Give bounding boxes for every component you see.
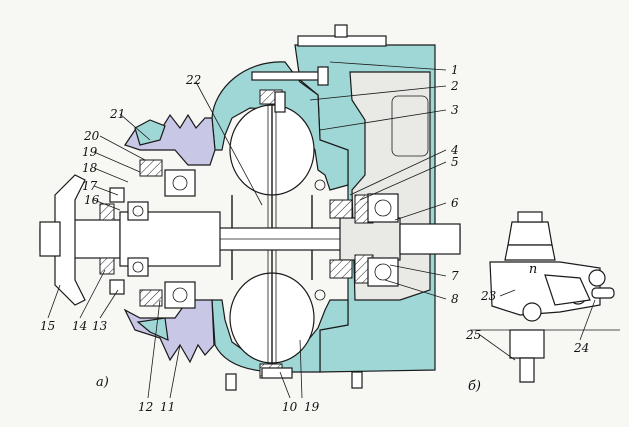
- label-11: 11: [160, 400, 175, 414]
- leader-lines: [47, 61, 596, 399]
- label-8: 8: [451, 292, 459, 306]
- label-20: 20: [83, 129, 100, 143]
- label-19-bottom: 19: [304, 400, 320, 414]
- label-1: 1: [451, 63, 459, 77]
- callout-labels: 1 2 3 4 5 6 7 8 10 11 12 13 14 15 16 17 …: [40, 63, 589, 414]
- label-2: 2: [450, 79, 459, 93]
- bolts: [225, 66, 363, 391]
- label-13: 13: [92, 319, 108, 333]
- bearings: [127, 169, 399, 309]
- label-18: 18: [82, 161, 98, 175]
- label-24: 24: [573, 341, 589, 355]
- v-belt-pulley: [123, 113, 216, 364]
- label-17: 17: [82, 179, 98, 193]
- label-15: 15: [40, 319, 55, 333]
- view-label-a: а): [96, 375, 109, 390]
- label-5: 5: [451, 155, 459, 169]
- label-4: 4: [450, 143, 459, 157]
- fan-hub: [39, 174, 125, 306]
- label-25: 25: [465, 328, 481, 342]
- label-21: 21: [109, 107, 125, 121]
- label-16: 16: [84, 193, 100, 207]
- label-19: 19: [82, 145, 98, 159]
- label-12: 12: [138, 400, 153, 414]
- label-6: 6: [451, 196, 459, 210]
- label-23: 23: [480, 289, 497, 303]
- label-22: 22: [185, 73, 201, 87]
- label-7: 7: [451, 269, 459, 283]
- detail-view-b: п: [470, 211, 620, 383]
- detail-letter-p: п: [529, 262, 537, 277]
- fluid-coupling-torus: [229, 104, 315, 364]
- view-label-b: б): [468, 379, 481, 394]
- label-10: 10: [282, 400, 298, 414]
- label-14: 14: [72, 319, 87, 333]
- label-3: 3: [451, 103, 459, 117]
